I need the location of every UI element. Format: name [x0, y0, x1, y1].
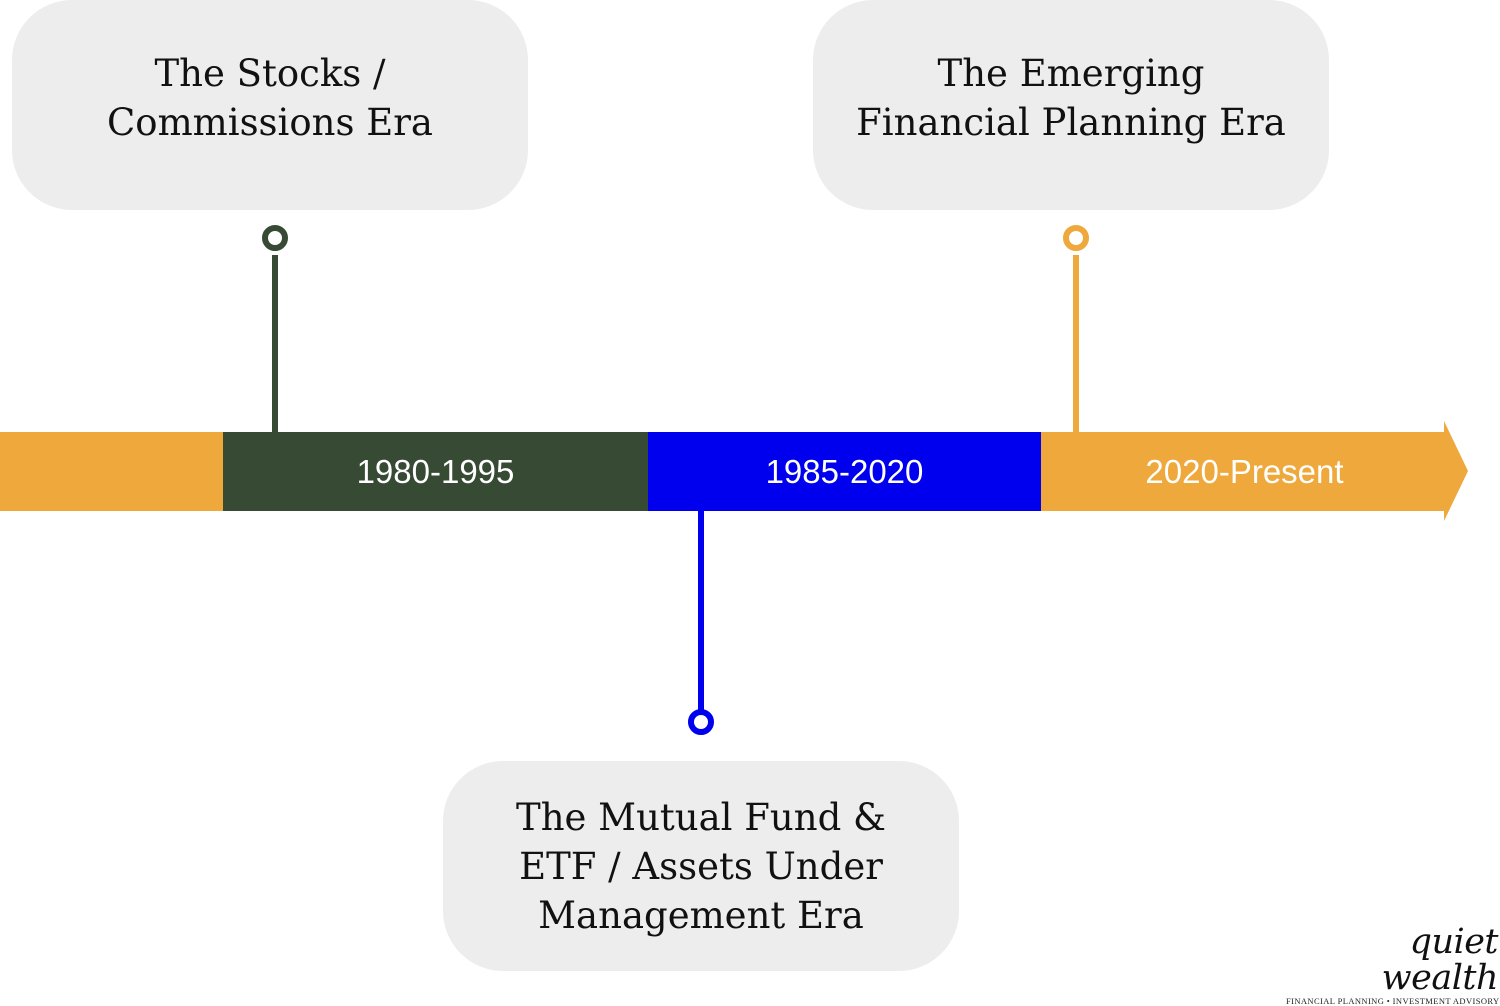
- logo-wordmark: quiet wealth: [1381, 922, 1499, 998]
- connector-pin-1: [262, 225, 288, 251]
- connector-stem-3: [1073, 255, 1079, 433]
- period-label-2: 1985-2020: [765, 452, 924, 490]
- connector-pin-2: [688, 709, 714, 735]
- connector-stem-1: [272, 255, 278, 433]
- period-label-1: 1980-1995: [356, 452, 515, 490]
- timeline-lead-segment: [0, 432, 223, 511]
- timeline-segment-2020-present: 2020-Present: [1041, 432, 1446, 511]
- period-label-3: 2020-Present: [1145, 452, 1344, 490]
- timeline-segment-1985-2020: 1985-2020: [648, 432, 1041, 511]
- connector-pin-3: [1063, 225, 1089, 251]
- era-bubble-mutual-fund-etf: The Mutual Fund & ETF / Assets Under Man…: [443, 761, 959, 971]
- timeline-arrow-head: [1444, 421, 1468, 521]
- timeline-segment-1980-1995: 1980-1995: [223, 432, 648, 511]
- era-bubble-financial-planning: The Emerging Financial Planning Era: [813, 0, 1329, 210]
- logo-tagline: Financial Planning • Investment Advisory: [1286, 996, 1500, 1006]
- era-bubble-stocks-commissions: The Stocks / Commissions Era: [12, 0, 528, 210]
- connector-stem-2: [698, 510, 704, 710]
- quiet-wealth-logo: quiet wealth Financial Planning • Invest…: [1286, 924, 1500, 1006]
